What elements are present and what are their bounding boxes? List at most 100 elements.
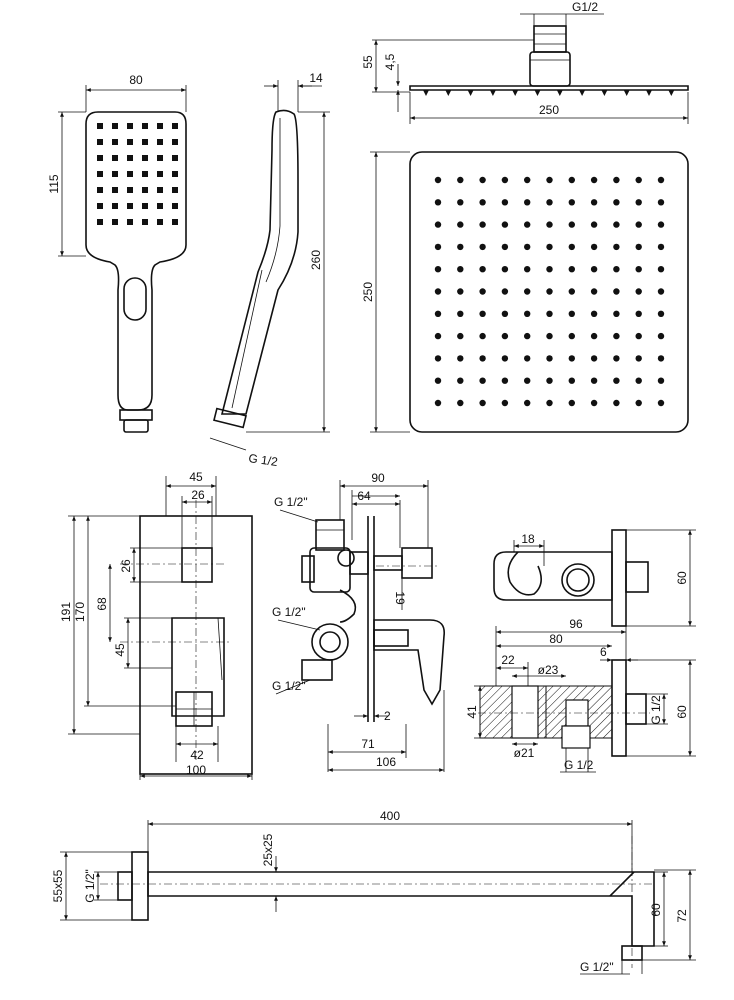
head-nozzle — [568, 288, 575, 295]
head-nozzle — [501, 399, 509, 407]
head-nozzle — [657, 288, 665, 295]
head-nozzle — [434, 243, 442, 251]
dim-div-thread-bottom: G 1/2 — [564, 758, 594, 772]
hand-nozzle — [157, 187, 163, 193]
head-nozzle — [434, 266, 442, 273]
head-nozzle — [479, 355, 486, 362]
head-nozzle — [590, 377, 598, 384]
head-nozzle — [590, 355, 598, 362]
dim-div-60a: 60 — [675, 571, 689, 585]
head-nozzle — [546, 377, 553, 384]
head-nozzle — [613, 221, 620, 228]
head-nozzle — [546, 332, 553, 340]
head-nozzle — [546, 355, 553, 362]
dim-mixer-68: 68 — [95, 597, 109, 611]
head-nozzle — [613, 355, 620, 362]
head-nozzle — [613, 199, 620, 206]
head-nozzle — [501, 243, 509, 251]
dim-div-phi21: ø21 — [514, 746, 535, 760]
head-nozzle — [568, 377, 575, 384]
head-nozzle — [568, 310, 575, 317]
hand-nozzle — [127, 171, 133, 177]
dim-hand-length: 260 — [309, 250, 323, 270]
head-nozzle — [524, 288, 531, 295]
head-nozzle — [501, 199, 509, 206]
head-side-nozzle — [512, 90, 519, 96]
head-nozzle — [479, 221, 486, 228]
head-nozzle — [434, 288, 442, 295]
dim-mixer-170: 170 — [73, 602, 87, 622]
head-nozzle — [479, 266, 486, 273]
hand-nozzle-pattern — [97, 123, 178, 225]
head-nozzle — [524, 377, 531, 384]
overhead-shower-side: G1/2 55 4,5 250 — [361, 0, 689, 124]
head-side-nozzle — [601, 90, 608, 96]
dim-hand-head: 115 — [47, 174, 61, 193]
hand-shower-front: 80 115 — [47, 73, 187, 433]
dim-side-2: 2 — [384, 709, 391, 723]
head-nozzle — [546, 176, 553, 184]
head-nozzle — [546, 221, 553, 228]
head-nozzle — [434, 221, 442, 228]
mixer-side: 64 90 G 1/2" G 1/2" G 1/2" 19 2 71 106 — [272, 471, 446, 772]
head-nozzle — [479, 199, 486, 206]
hand-nozzle — [157, 203, 163, 209]
hand-nozzle — [127, 187, 133, 193]
head-nozzle — [613, 266, 620, 273]
dim-arm-55x55: 55x55 — [51, 869, 65, 902]
head-nozzle — [434, 377, 442, 384]
head-side-nozzle — [445, 90, 452, 96]
head-nozzle — [501, 176, 509, 184]
dim-arm-400: 400 — [380, 809, 400, 823]
head-nozzle — [635, 377, 642, 384]
head-nozzle — [457, 377, 464, 384]
hand-nozzle — [142, 203, 148, 209]
label-side-g2: G 1/2" — [272, 605, 306, 619]
dim-head-width-top: 250 — [539, 103, 559, 117]
head-nozzle — [501, 310, 509, 317]
hand-nozzle — [142, 219, 148, 225]
hand-nozzle — [172, 187, 178, 193]
head-nozzle — [457, 266, 464, 273]
head-nozzle — [434, 399, 442, 407]
head-nozzle — [524, 399, 531, 407]
hand-nozzle — [142, 155, 148, 161]
head-nozzle — [635, 221, 642, 228]
head-nozzle — [635, 176, 642, 184]
head-side-nozzle — [534, 90, 541, 96]
dim-div-80: 80 — [549, 632, 563, 646]
head-nozzle — [479, 332, 486, 340]
hand-nozzle — [97, 139, 103, 145]
shower-arm: 400 25x25 55x55 G 1/2" 60 72 G 1/2" — [51, 809, 696, 975]
hand-nozzle — [97, 123, 103, 129]
dim-side-phi19: 19 — [393, 591, 407, 605]
head-nozzle — [568, 355, 575, 362]
head-nozzle — [434, 332, 442, 340]
dim-arm-60: 60 — [649, 903, 663, 917]
head-nozzle — [635, 332, 642, 340]
head-nozzle — [434, 199, 442, 206]
mixer-front: 45 26 26 191 170 68 45 42 100 — [59, 470, 253, 780]
head-nozzle — [457, 199, 464, 206]
head-nozzle — [546, 310, 553, 317]
head-side-nozzle — [423, 90, 429, 96]
dim-mixer-45h: 45 — [113, 643, 127, 657]
head-nozzle — [635, 310, 642, 317]
head-nozzle — [635, 199, 642, 206]
head-nozzle — [613, 288, 620, 295]
head-nozzle — [524, 176, 531, 184]
head-nozzle — [635, 288, 642, 295]
head-nozzle — [657, 199, 665, 206]
dim-arm-thread-left: G 1/2" — [83, 869, 97, 903]
dim-hand-width: 80 — [129, 73, 143, 87]
head-nozzle — [434, 176, 442, 184]
head-nozzle — [524, 199, 531, 206]
hand-nozzle — [112, 203, 118, 209]
hand-nozzle — [157, 219, 163, 225]
dim-side-64: 64 — [357, 489, 371, 503]
head-nozzle — [479, 176, 486, 184]
head-nozzle — [501, 355, 509, 362]
hand-nozzle — [172, 139, 178, 145]
dim-head-height: 55 — [361, 55, 375, 69]
